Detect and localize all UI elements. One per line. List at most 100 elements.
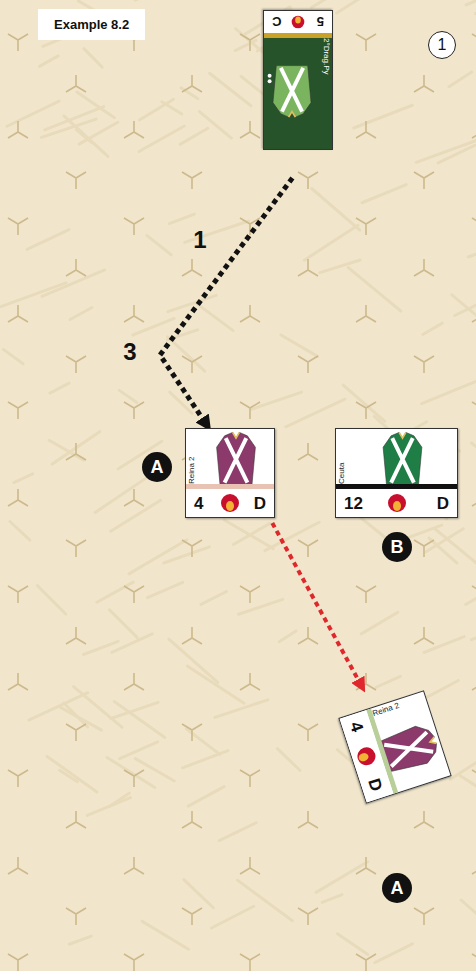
paper-texture: [77, 92, 115, 118]
paper-texture: [49, 440, 84, 460]
unit-class: D: [437, 495, 449, 512]
hex-vertex: [414, 172, 434, 189]
unit-class: D: [254, 495, 266, 512]
hex-vertex: [414, 627, 434, 644]
hex-vertex: [240, 586, 260, 603]
paper-texture: [251, 392, 301, 409]
paper-texture: [112, 634, 152, 653]
hex-vertex: [124, 402, 144, 419]
paper-texture: [281, 335, 318, 356]
hex-vertex: [124, 857, 144, 874]
paper-texture: [316, 862, 368, 893]
hex-vertex: [472, 770, 476, 787]
hex-vertex: [240, 770, 260, 787]
movement-cost: 3: [120, 339, 139, 365]
paper-texture: [180, 128, 208, 144]
hex-vertex: [414, 811, 434, 828]
paper-texture: [279, 631, 296, 642]
paper-texture: [109, 610, 137, 638]
strength-dot: [268, 74, 272, 78]
hex-vertex: [66, 724, 86, 741]
paper-texture: [422, 381, 476, 404]
paper-texture: [97, 582, 133, 602]
paper-texture: [50, 383, 69, 393]
paper-texture: [52, 432, 100, 465]
paper-texture: [348, 268, 401, 312]
uniform-coat: [273, 66, 311, 118]
hex-vertex: [66, 443, 86, 460]
hex-vertex: [240, 402, 260, 419]
hex-vertex: [66, 259, 86, 276]
hex-vertex: [414, 356, 434, 373]
morale-ring: [292, 16, 305, 29]
hex-vertex: [66, 908, 86, 925]
paper-texture: [343, 385, 385, 421]
hex-vertex: [356, 121, 376, 138]
paper-texture: [147, 582, 182, 597]
paper-texture: [147, 236, 171, 255]
paper-texture: [423, 323, 442, 334]
paper-texture: [10, 522, 30, 541]
unit-name: Ceuta: [338, 463, 346, 484]
unit-name: 2°Drag.Py: [322, 38, 330, 75]
paper-texture: [14, 474, 33, 483]
paper-texture: [181, 88, 198, 99]
hex-vertex: [356, 586, 376, 603]
paper-texture: [461, 900, 476, 934]
hex-vertex: [66, 356, 86, 373]
hex-vertex: [182, 172, 202, 189]
paper-texture: [37, 586, 65, 614]
paper-texture: [312, 188, 360, 230]
hex-vertex: [8, 673, 28, 690]
paper-texture: [169, 639, 218, 682]
paper-texture: [468, 245, 476, 257]
unit-counter: Reina 24D: [338, 690, 451, 803]
unit-name: Reina 2: [188, 456, 196, 484]
hex-vertex: [414, 540, 434, 557]
unit-name: Reina 2: [372, 702, 401, 718]
cross-belt: [391, 438, 414, 482]
paper-texture: [224, 520, 273, 549]
hex-vertex: [356, 218, 376, 235]
paper-texture: [471, 629, 476, 640]
uniform-figure: [348, 429, 457, 486]
paper-texture: [277, 749, 300, 771]
hex-vertex: [240, 954, 260, 971]
morale-center: [393, 501, 401, 511]
hex-vertex: [356, 34, 376, 51]
hex-vertex: [8, 489, 28, 506]
hex-vertex: [298, 540, 318, 557]
paper-texture: [184, 880, 214, 908]
movement-arrow: [272, 523, 360, 683]
paper-texture: [69, 936, 91, 944]
paper-texture: [133, 318, 174, 335]
paper-texture: [233, 523, 269, 544]
callout-number: 1: [428, 31, 456, 59]
paper-texture: [135, 0, 168, 1]
hex-vertex: [182, 259, 202, 276]
hex-vertex: [298, 908, 318, 925]
paper-texture: [211, 906, 253, 928]
paper-texture: [337, 0, 368, 13]
paper-texture: [286, 399, 345, 427]
paper-texture: [7, 101, 59, 126]
paper-texture: [139, 126, 184, 151]
hex-vertex: [124, 586, 144, 603]
morale-ring: [221, 494, 239, 512]
paper-texture: [322, 895, 342, 903]
morale-ring: [388, 494, 406, 512]
uniform-figure: [264, 36, 320, 149]
hex-vertex: [472, 34, 476, 51]
paper-texture: [429, 538, 457, 563]
hex-vertex: [356, 954, 376, 971]
hex-vertex: [472, 586, 476, 603]
hex-vertex: [298, 172, 318, 189]
hex-vertex: [356, 305, 376, 322]
hex-vertex: [182, 627, 202, 644]
unit-callout: A: [142, 452, 172, 482]
paper-texture: [120, 742, 158, 759]
uniform-coat: [217, 432, 256, 484]
hex-vertex: [240, 121, 260, 138]
paper-texture: [362, 185, 406, 203]
